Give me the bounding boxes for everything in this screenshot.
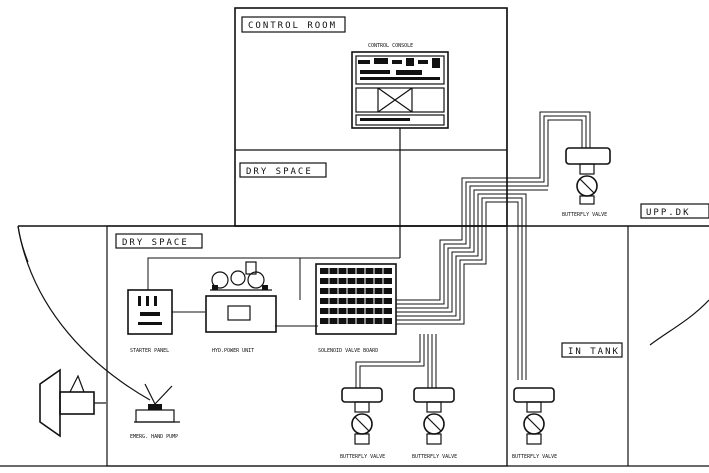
propeller-icon	[39, 368, 106, 438]
control-console: CONTROL CONSOLE	[351, 43, 449, 258]
tank-region: IN TANK UPP.DK	[506, 8, 709, 466]
solenoid-valve-board-label: SOLENOID VALVE BOARD	[318, 348, 378, 354]
control-console-label: CONTROL CONSOLE	[368, 43, 413, 49]
butterfly-valve-1: BUTTERFLY VALVE	[340, 387, 385, 460]
starter-panel: STARTER PANEL	[127, 289, 173, 354]
solenoid-valve-board: SOLENOID VALVE BOARD	[315, 263, 397, 354]
dry-space-lower: DRY SPACE	[106, 225, 508, 467]
wiring	[147, 257, 400, 327]
hyd-power-unit: HYD.POWER UNIT	[205, 261, 277, 354]
dry-space-lower-label: DRY SPACE	[122, 238, 189, 248]
pipe-bundle-lower	[355, 334, 437, 388]
dry-space-upper: DRY SPACE	[239, 162, 327, 178]
hyd-power-unit-label: HYD.POWER UNIT	[212, 348, 254, 354]
butterfly-valve-top: BUTTERFLY VALVE	[562, 147, 611, 218]
butterfly-valve-3: BUTTERFLY VALVE	[512, 387, 557, 460]
butterfly-valve-top-label: BUTTERFLY VALVE	[562, 212, 607, 218]
butterfly-valve-2: BUTTERFLY VALVE	[412, 387, 457, 460]
in-tank-label: IN TANK	[568, 347, 620, 357]
control-room-label: CONTROL ROOM	[248, 21, 337, 31]
butterfly-valve-3-label: BUTTERFLY VALVE	[512, 454, 557, 460]
upp-deck-label: UPP.DK	[646, 208, 691, 218]
emerg-hand-pump-label: EMERG. HAND PUMP	[130, 434, 178, 440]
dry-space-upper-label: DRY SPACE	[246, 167, 313, 177]
solenoid-valve-bank	[320, 266, 392, 326]
butterfly-valve-1-label: BUTTERFLY VALVE	[340, 454, 385, 460]
pipe-bundle-upper	[396, 111, 591, 380]
starter-panel-label: STARTER PANEL	[130, 348, 169, 354]
emerg-hand-pump: EMERG. HAND PUMP	[130, 383, 180, 440]
butterfly-valve-2-label: BUTTERFLY VALVE	[412, 454, 457, 460]
